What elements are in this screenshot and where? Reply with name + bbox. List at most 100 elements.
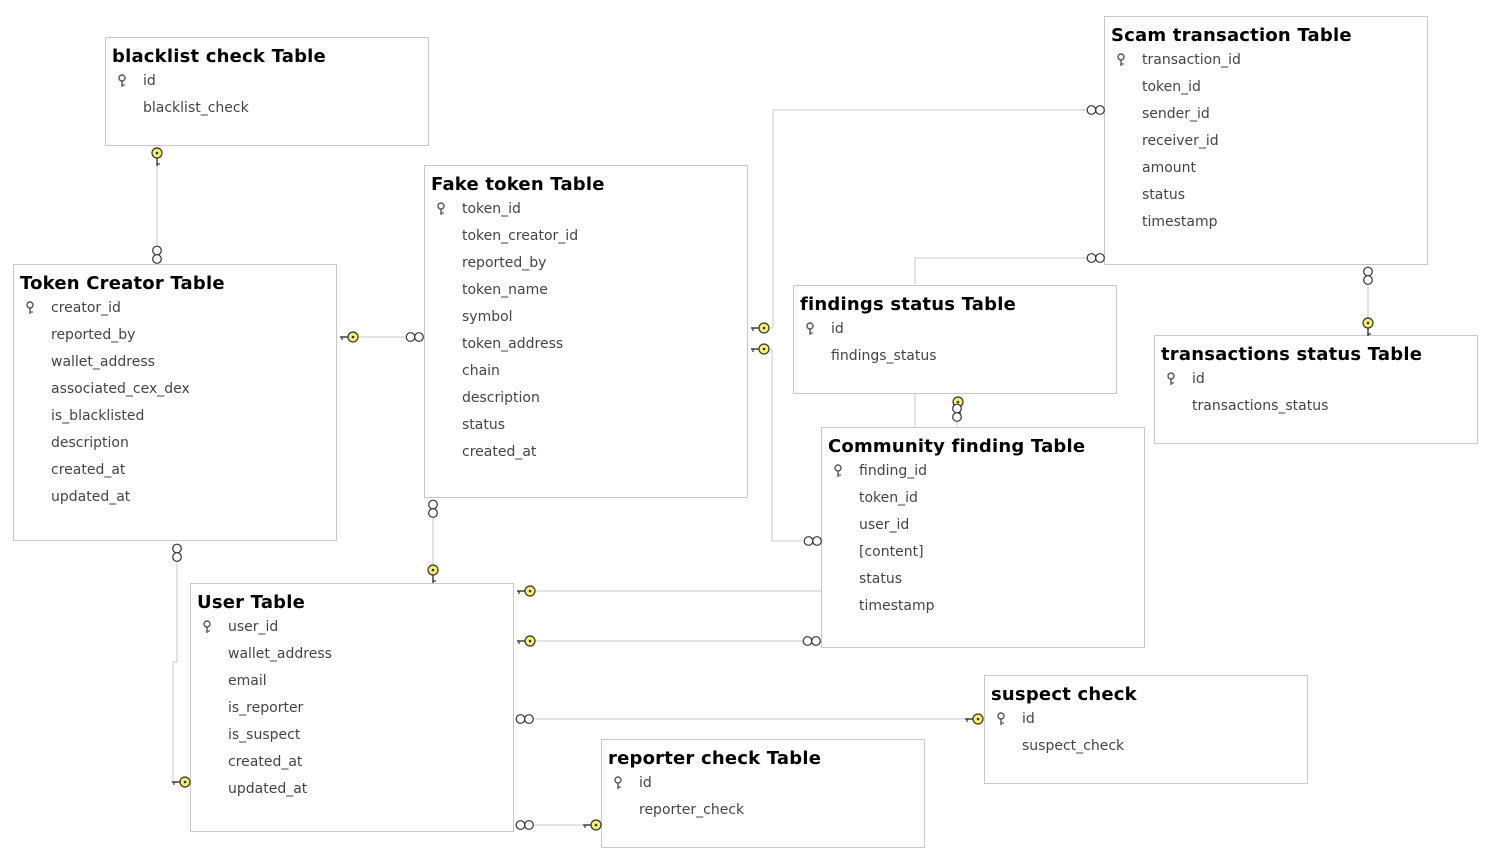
primary-key-icon bbox=[1167, 372, 1175, 385]
column-row[interactable]: user_id bbox=[822, 512, 1144, 539]
column-row[interactable]: token_address bbox=[425, 331, 747, 358]
column-name: id bbox=[831, 321, 844, 337]
column-row[interactable]: timestamp bbox=[1105, 209, 1427, 236]
column-name: id bbox=[1192, 371, 1205, 387]
table-title: findings status Table bbox=[800, 294, 1016, 315]
column-name: token_id bbox=[462, 201, 521, 217]
column-row[interactable]: status bbox=[1105, 182, 1427, 209]
column-row[interactable]: is_blacklisted bbox=[14, 403, 336, 430]
column-name: created_at bbox=[228, 754, 303, 770]
column-row[interactable]: token_id bbox=[425, 196, 747, 223]
column-row[interactable]: token_name bbox=[425, 277, 747, 304]
column-row[interactable]: associated_cex_dex bbox=[14, 376, 336, 403]
column-row[interactable]: updated_at bbox=[14, 484, 336, 511]
one-end-key-icon bbox=[425, 563, 441, 589]
column-row[interactable]: status bbox=[822, 566, 1144, 593]
column-row[interactable]: finding_id bbox=[822, 458, 1144, 485]
many-end-infinity-icon bbox=[514, 817, 536, 837]
column-row[interactable]: suspect_check bbox=[985, 733, 1307, 760]
column-name: wallet_address bbox=[51, 354, 155, 370]
column-row[interactable]: blacklist_check bbox=[106, 95, 428, 122]
column-name: token_name bbox=[462, 282, 548, 298]
many-end-infinity-icon bbox=[149, 244, 165, 270]
column-name: token_address bbox=[462, 336, 564, 352]
table-findings-status[interactable]: findings status Table id findings_status bbox=[793, 285, 1117, 394]
column-row[interactable]: description bbox=[14, 430, 336, 457]
column-name: user_id bbox=[228, 619, 279, 635]
many-end-infinity-icon bbox=[949, 402, 965, 428]
column-row[interactable]: email bbox=[191, 668, 513, 695]
one-end-key-icon bbox=[963, 711, 985, 731]
column-row[interactable]: created_at bbox=[14, 457, 336, 484]
column-name: [content] bbox=[859, 544, 924, 560]
column-row[interactable]: id bbox=[985, 706, 1307, 733]
column-row[interactable]: description bbox=[425, 385, 747, 412]
column-name: description bbox=[462, 390, 540, 406]
column-row[interactable]: created_at bbox=[425, 439, 747, 466]
column-row[interactable]: status bbox=[425, 412, 747, 439]
column-row[interactable]: wallet_address bbox=[191, 641, 513, 668]
column-name: amount bbox=[1142, 160, 1197, 176]
column-name: wallet_address bbox=[228, 646, 332, 662]
column-name: is_suspect bbox=[228, 727, 301, 743]
one-end-key-icon bbox=[581, 817, 603, 837]
one-end-key-icon bbox=[515, 633, 537, 653]
column-row[interactable]: creator_id bbox=[14, 295, 336, 322]
column-row[interactable]: findings_status bbox=[794, 343, 1116, 370]
column-row[interactable]: created_at bbox=[191, 749, 513, 776]
one-end-key-icon bbox=[170, 774, 192, 794]
column-name: reported_by bbox=[51, 327, 136, 343]
column-row[interactable]: id bbox=[106, 68, 428, 95]
table-title: Community finding Table bbox=[828, 436, 1086, 457]
column-row[interactable]: is_suspect bbox=[191, 722, 513, 749]
column-row[interactable]: reported_by bbox=[425, 250, 747, 277]
column-row[interactable]: receiver_id bbox=[1105, 128, 1427, 155]
column-row[interactable]: updated_at bbox=[191, 776, 513, 803]
column-name: token_id bbox=[1142, 79, 1201, 95]
column-row[interactable]: wallet_address bbox=[14, 349, 336, 376]
column-row[interactable]: transactions_status bbox=[1155, 393, 1477, 420]
column-row[interactable]: symbol bbox=[425, 304, 747, 331]
column-row[interactable]: id bbox=[1155, 366, 1477, 393]
column-row[interactable]: transaction_id bbox=[1105, 47, 1427, 74]
table-title: Scam transaction Table bbox=[1111, 25, 1352, 46]
primary-key-icon bbox=[26, 301, 34, 314]
column-row[interactable]: user_id bbox=[191, 614, 513, 641]
column-row[interactable]: reported_by bbox=[14, 322, 336, 349]
column-row[interactable]: reporter_check bbox=[602, 797, 924, 824]
column-row[interactable]: token_id bbox=[822, 485, 1144, 512]
column-row[interactable]: timestamp bbox=[822, 593, 1144, 620]
column-row[interactable]: is_reporter bbox=[191, 695, 513, 722]
table-fake-token[interactable]: Fake token Table token_id token_creator_i… bbox=[424, 165, 748, 498]
column-row[interactable]: sender_id bbox=[1105, 101, 1427, 128]
column-row[interactable]: id bbox=[602, 770, 924, 797]
column-name: token_id bbox=[859, 490, 918, 506]
column-row[interactable]: id bbox=[794, 316, 1116, 343]
column-row[interactable]: token_id bbox=[1105, 74, 1427, 101]
column-name: creator_id bbox=[51, 300, 121, 316]
primary-key-icon bbox=[834, 464, 842, 477]
table-community-finding[interactable]: Community finding Table finding_id token_… bbox=[821, 427, 1145, 648]
one-end-key-icon bbox=[749, 320, 771, 340]
table-title: Fake token Table bbox=[431, 174, 605, 195]
primary-key-icon bbox=[118, 74, 126, 87]
many-end-infinity-icon bbox=[801, 633, 823, 653]
column-row[interactable]: chain bbox=[425, 358, 747, 385]
column-row[interactable]: [content] bbox=[822, 539, 1144, 566]
column-name: email bbox=[228, 673, 267, 689]
rel-line-user-scamtx bbox=[914, 257, 1087, 286]
column-row[interactable]: amount bbox=[1105, 155, 1427, 182]
many-end-infinity-icon bbox=[425, 498, 441, 524]
column-row[interactable]: token_creator_id bbox=[425, 223, 747, 250]
column-name: finding_id bbox=[859, 463, 928, 479]
